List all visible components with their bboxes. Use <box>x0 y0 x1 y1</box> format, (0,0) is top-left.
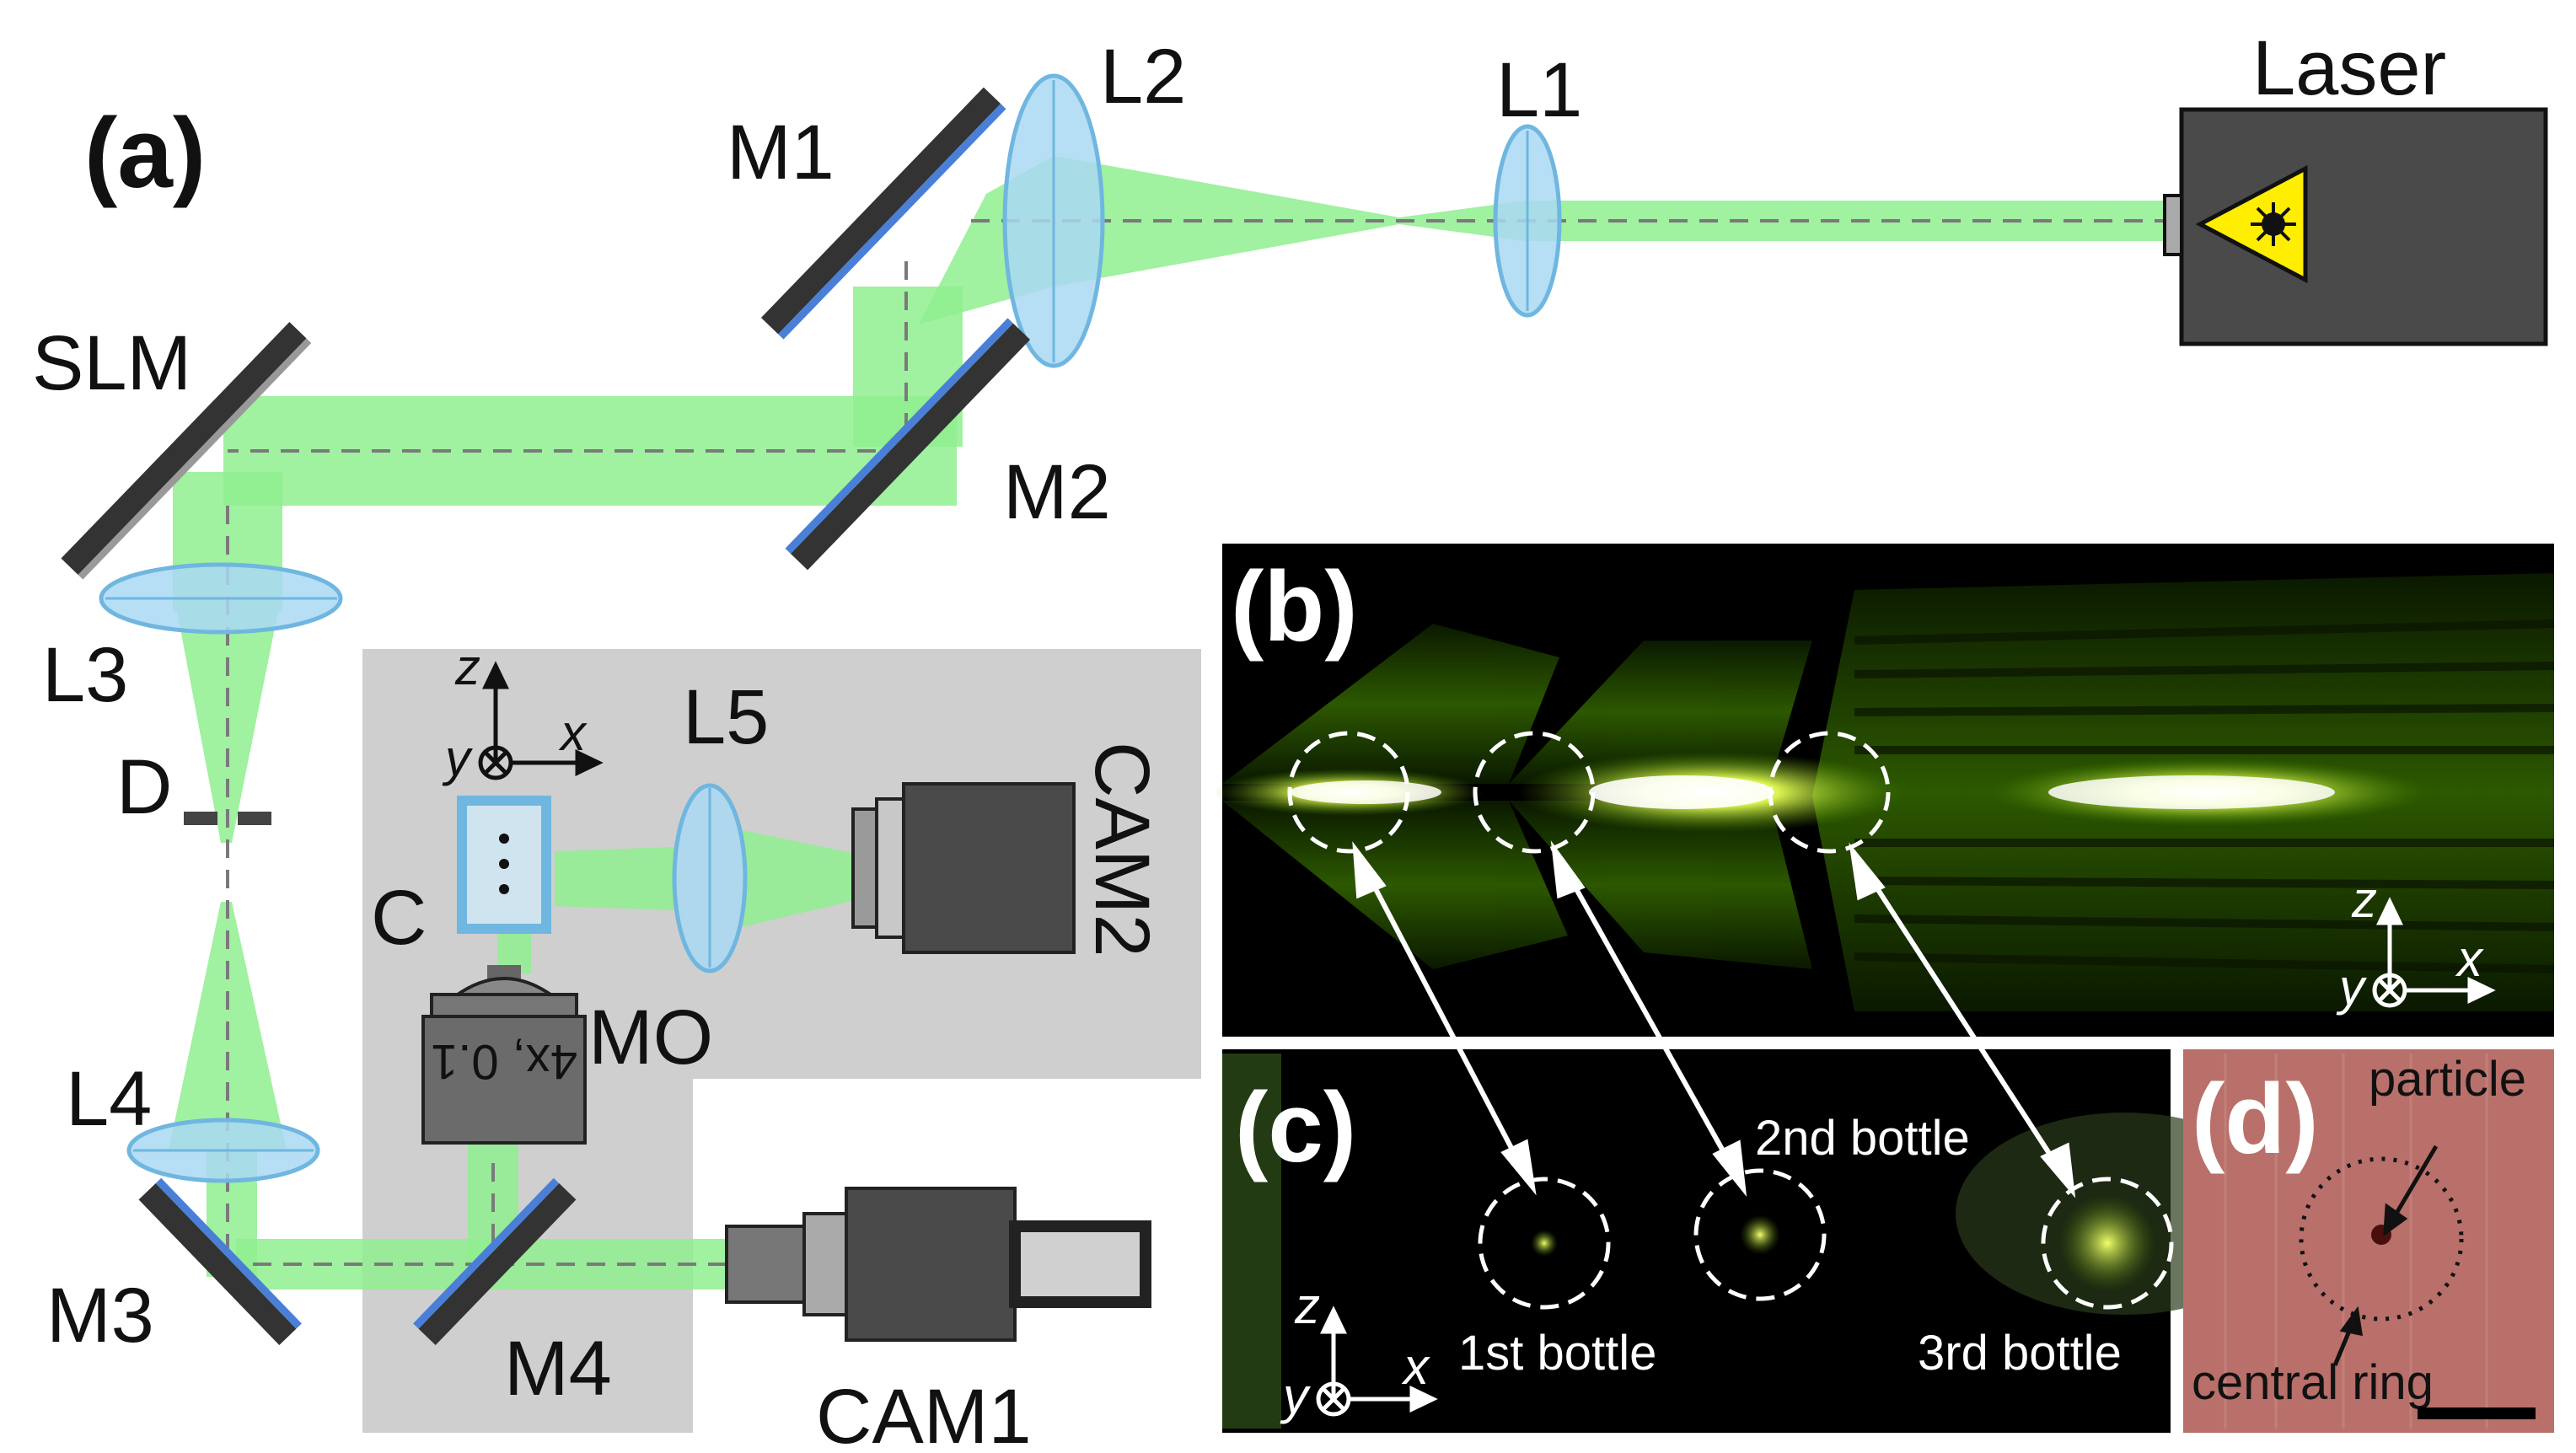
axis-z-a: z <box>454 639 480 695</box>
m4-label: M4 <box>504 1326 612 1412</box>
slm-label: SLM <box>32 320 191 406</box>
microscope-objective: 4x, 0.1 MO <box>421 965 713 1145</box>
laser-label: Laser <box>2252 25 2446 111</box>
mirror-m3: M3 <box>46 1177 302 1359</box>
m3-label: M3 <box>46 1273 154 1359</box>
axis-x-b: x <box>2455 930 2484 987</box>
panel-c: 1st bottle 2nd bottle 3rd bottle z y x (… <box>1222 1049 2293 1433</box>
l4-label: L4 <box>66 1056 152 1142</box>
l3-label: L3 <box>42 632 128 718</box>
panel-b: z y x (b) <box>1214 544 2555 1037</box>
l5-label: L5 <box>683 674 769 760</box>
bottle-rings-b <box>1287 731 1891 854</box>
central-ring-label: central ring <box>2192 1355 2434 1410</box>
panel-a: Laser L1 L2 L3 L4 L5 <box>32 25 2548 1453</box>
axis-icon-c: z y x <box>1280 1278 1438 1424</box>
l2-label: L2 <box>1100 34 1186 120</box>
c-label: C <box>371 875 427 961</box>
lens-l5: L5 <box>672 674 769 973</box>
axis-y-a: y <box>442 730 474 786</box>
lens-l4: L4 <box>66 1056 320 1183</box>
lens-l1: L1 <box>1493 47 1582 318</box>
panel-a-label: (a) <box>84 98 206 209</box>
mo-spec-label: 4x, 0.1 <box>431 1034 577 1089</box>
mirror-m2: M2 <box>785 318 1111 571</box>
bottle-1-label: 1st bottle <box>1458 1326 1656 1381</box>
panel-c-label: (c) <box>1235 1072 1356 1183</box>
bottle-3: 3rd bottle <box>1918 1177 2174 1381</box>
m1-label: M1 <box>727 110 835 196</box>
bottle-2-label: 2nd bottle <box>1755 1111 1970 1166</box>
laser-source: Laser <box>2163 25 2548 346</box>
central-ring-circle <box>2299 1156 2464 1322</box>
axis-y-b: y <box>2336 959 2368 1016</box>
bottle-arrows <box>1352 840 2076 1198</box>
cuvette-c: C <box>371 796 551 961</box>
mo-label: MO <box>588 995 713 1080</box>
axis-z-b: z <box>2351 871 2377 928</box>
particle-label: particle <box>2369 1052 2526 1107</box>
bottle-2: 2nd bottle <box>1693 1111 1970 1301</box>
laser-warning-icon <box>2195 164 2308 284</box>
axis-icon-a: z y x <box>442 639 604 786</box>
mirror-m4: M4 <box>413 1177 612 1412</box>
d-label: D <box>116 744 172 830</box>
axis-y-c: y <box>1280 1368 1312 1424</box>
panel-b-label: (b) <box>1231 551 1358 662</box>
lens-l3: L3 <box>42 562 343 718</box>
bottle-1: 1st bottle <box>1458 1177 1656 1381</box>
lens-l2: L2 <box>1002 34 1186 368</box>
slm: SLM <box>32 320 312 580</box>
m2-label: M2 <box>1003 449 1111 535</box>
diaphragm-d: D <box>116 744 271 830</box>
cam2-label: CAM2 <box>1079 742 1165 957</box>
panel-d: particle central ring (d) <box>2183 1049 2554 1433</box>
camera-cam1: CAM1 <box>725 1187 1151 1453</box>
scale-bar <box>2418 1407 2536 1419</box>
camera-cam2: CAM2 <box>851 742 1165 957</box>
axis-icon-b: z y x <box>2336 871 2496 1016</box>
l1-label: L1 <box>1496 47 1582 133</box>
axis-x-c: x <box>1401 1338 1430 1395</box>
panel-d-label: (d) <box>2192 1064 2319 1175</box>
mirror-m1: M1 <box>727 87 1006 340</box>
bottle-3-label: 3rd bottle <box>1918 1326 2122 1381</box>
axis-x-a: x <box>558 705 588 761</box>
cam1-label: CAM1 <box>816 1374 1032 1453</box>
axis-z-c: z <box>1294 1278 1320 1334</box>
